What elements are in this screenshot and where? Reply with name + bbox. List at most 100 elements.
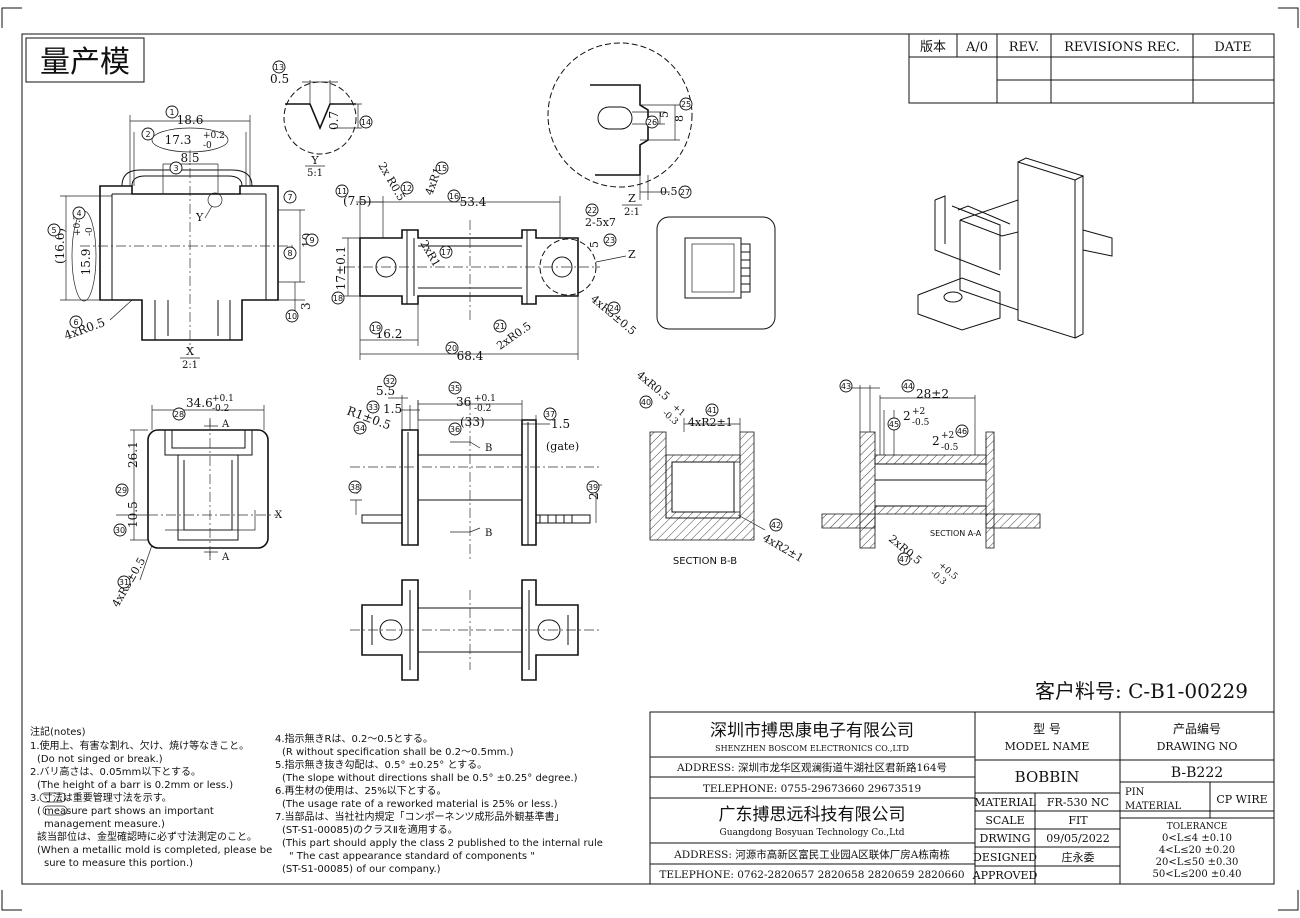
svg-text:16: 16 — [449, 192, 459, 201]
svg-text:型 号: 型 号 — [1033, 722, 1061, 736]
balloon: 4 — [72, 206, 86, 220]
stamp-mass-production: 量产模 — [25, 37, 145, 83]
balloon: 15 — [435, 161, 449, 175]
svg-text:DRWING: DRWING — [980, 832, 1031, 845]
balloon: 19 — [369, 321, 383, 335]
svg-text:深圳市搏思康电子有限公司: 深圳市搏思康电子有限公司 — [710, 721, 914, 741]
svg-text:-0.5: -0.5 — [941, 443, 959, 453]
view-top-left: 18.6 17.3 +0.2 -0 8.5 (16.6) 15.9 +0.2 -… — [53, 113, 314, 371]
title-block: 深圳市搏思康电子有限公司 SHENZHEN BOSCOM ELECTRONICS… — [649, 711, 1275, 885]
svg-text:(33): (33) — [460, 415, 485, 429]
balloon: 45 — [887, 417, 901, 431]
balloon: 41 — [705, 403, 719, 417]
svg-text:7.当部品は、当社社内規定「コンポーネンツ成形品外観基準書」: 7.当部品は、当社社内規定「コンポーネンツ成形品外観基準書」 — [275, 810, 565, 823]
balloon: 21 — [493, 319, 507, 333]
notes-left: 注記(notes) 1.使用上、有害な割れ、欠け、焼け等なきこと。 (Do no… — [30, 725, 272, 869]
svg-text:09/05/2022: 09/05/2022 — [1046, 832, 1109, 845]
svg-text:17.3: 17.3 — [165, 133, 192, 147]
svg-text:2-5x7: 2-5x7 — [585, 216, 616, 229]
svg-text:(7.5): (7.5) — [343, 194, 371, 208]
svg-text:sure to measure this portion.): sure to measure this portion.) — [44, 858, 193, 869]
svg-text:5.5: 5.5 — [376, 384, 395, 398]
svg-text:28: 28 — [174, 410, 184, 419]
svg-text:14: 14 — [361, 118, 371, 127]
svg-text:24: 24 — [609, 304, 619, 313]
balloon: 26 — [645, 115, 659, 129]
svg-text:29: 29 — [117, 486, 127, 495]
svg-text:MATERIAL: MATERIAL — [974, 796, 1037, 809]
balloon: 31 — [117, 575, 131, 589]
balloon: 33 — [366, 400, 380, 414]
view-isometric — [917, 157, 1113, 339]
svg-text:-0.2: -0.2 — [474, 404, 491, 414]
svg-text:44: 44 — [903, 382, 913, 391]
balloon: 18 — [331, 291, 345, 305]
svg-text:+0.1: +0.1 — [212, 394, 234, 404]
svg-text:28±2: 28±2 — [916, 387, 949, 401]
svg-text:广东搏思远科技有限公司: 广东搏思远科技有限公司 — [719, 805, 906, 825]
balloon: 8 — [283, 246, 297, 260]
svg-text:2: 2 — [145, 130, 150, 139]
svg-text:0.5: 0.5 — [270, 72, 289, 86]
svg-text:MATERIAL: MATERIAL — [1125, 801, 1182, 812]
svg-text:REV.: REV. — [1009, 40, 1040, 55]
svg-text:SECTION A-A: SECTION A-A — [930, 529, 982, 538]
svg-text:3: 3 — [173, 164, 178, 173]
balloon: 43 — [839, 379, 853, 393]
svg-text:(The usage rate of a reworked: (The usage rate of a reworked material i… — [282, 799, 558, 810]
balloon: 38 — [348, 480, 362, 494]
svg-text:版本: 版本 — [920, 40, 946, 55]
svg-text:B: B — [485, 528, 492, 539]
detail-z: 5 8 0.5 Z 2:1 — [547, 42, 693, 218]
section-b-b: 4xR0.5 +1 -0.3 4xR2±1 4xR2±1 SECTION B-B — [634, 368, 806, 567]
svg-text:11: 11 — [337, 187, 347, 196]
svg-text:23: 23 — [605, 236, 615, 245]
svg-text:PIN: PIN — [1125, 787, 1145, 798]
svg-text:MODEL NAME: MODEL NAME — [1005, 740, 1090, 753]
svg-text:39: 39 — [588, 483, 598, 492]
balloon: 10 — [285, 309, 299, 323]
svg-text:REVISIONS REC.: REVISIONS REC. — [1064, 40, 1180, 55]
svg-text:2: 2 — [587, 492, 601, 500]
svg-text:42: 42 — [771, 521, 781, 530]
svg-text:注記(notes): 注記(notes) — [30, 725, 86, 738]
balloon: 25 — [679, 97, 693, 111]
view-mid-center: 5.5 1.5 R1±0.5 36 +0.1 -0.2 (33) 1.5 (ga… — [345, 384, 602, 560]
svg-text:25: 25 — [681, 100, 691, 109]
balloon: 20 — [445, 341, 459, 355]
svg-text:6: 6 — [73, 318, 78, 327]
svg-text:68.4: 68.4 — [457, 349, 484, 363]
svg-text:2:1: 2:1 — [182, 360, 198, 371]
svg-text:4xR0.5: 4xR0.5 — [634, 368, 672, 403]
svg-text:Y: Y — [195, 211, 204, 224]
svg-text:2: 2 — [932, 434, 940, 448]
svg-text:" The cast appearance standard: " The cast appearance standard of compon… — [289, 851, 535, 862]
svg-text:FR-530 NC: FR-530 NC — [1047, 796, 1109, 809]
balloon: 24 — [607, 301, 621, 315]
svg-text:TELEPHONE: 0755-29673660 29673: TELEPHONE: 0755-29673660 29673519 — [703, 783, 921, 795]
svg-text:+0.1: +0.1 — [474, 394, 496, 404]
svg-text:4<L≤20 ±0.20: 4<L≤20 ±0.20 — [1159, 845, 1235, 856]
svg-text:产品编号: 产品编号 — [1173, 721, 1221, 736]
svg-text:7: 7 — [287, 193, 292, 202]
balloon: 29 — [115, 483, 129, 497]
svg-text:4xR2±1: 4xR2±1 — [688, 416, 733, 429]
svg-text:ADDRESS: 河源市高新区富民工业园A区联体厂房A栋南栋: ADDRESS: 河源市高新区富民工业园A区联体厂房A栋南栋 — [673, 848, 950, 861]
svg-text:50<L≤200 ±0.40: 50<L≤200 ±0.40 — [1152, 869, 1241, 880]
svg-text:34: 34 — [355, 424, 365, 433]
svg-text:26.1: 26.1 — [126, 441, 140, 468]
svg-text:+0.2: +0.2 — [73, 214, 83, 236]
svg-text:20<L≤50 ±0.30: 20<L≤50 ±0.30 — [1156, 857, 1239, 868]
balloon: 30 — [113, 523, 127, 537]
detail-y: 0.5 0.7 Y 5:1 — [270, 72, 362, 179]
view-mid-left: 34.6 +0.1 -0.2 26.1 10.5 4xR3±0.5 A A X — [109, 394, 283, 610]
svg-text:16.2: 16.2 — [376, 327, 403, 341]
balloon: 6 — [69, 315, 83, 329]
balloon: 17 — [439, 245, 453, 259]
balloon: 22 — [585, 203, 599, 217]
svg-text:2:1: 2:1 — [624, 207, 640, 218]
svg-text:(The height of a barr is 0.2mm: (The height of a barr is 0.2mm or less.) — [37, 780, 233, 791]
notes-right: 4.指示無きRは、0.2～0.5とする。 (R without specific… — [275, 732, 603, 875]
svg-text:(When a metallic mold is compl: (When a metallic mold is completed, plea… — [37, 845, 272, 856]
svg-text:5: 5 — [588, 241, 601, 248]
